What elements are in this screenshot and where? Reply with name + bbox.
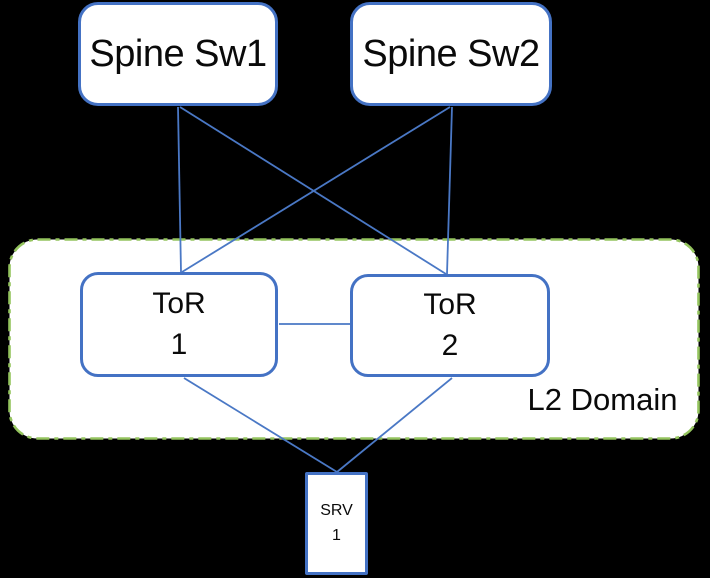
tor-1-node: ToR 1	[80, 272, 278, 377]
spine-sw1-node: Spine Sw1	[78, 2, 278, 106]
srv-1-node: SRV 1	[305, 472, 368, 575]
link-spine-sw2-tor-2	[446, 106, 453, 275]
link-spine-sw1-tor-1	[177, 106, 182, 273]
srv-1-label-line1: SRV	[320, 501, 353, 519]
tor-2-label-line2: 2	[441, 328, 459, 362]
l2-domain-label: L2 Domain	[527, 382, 678, 417]
link-spine-sw2-tor-1	[181, 106, 451, 273]
spine-sw2-label: Spine Sw2	[362, 32, 540, 75]
srv-1-label-line2: 1	[332, 526, 341, 544]
link-lines-group	[177, 106, 453, 473]
link-tor-2-srv-1	[336, 377, 453, 473]
tor-1-label-line2: 1	[170, 327, 188, 361]
spine-sw1-label: Spine Sw1	[89, 32, 267, 75]
tor-2-node: ToR 2	[350, 274, 550, 377]
tor-2-label-line1: ToR	[423, 288, 477, 321]
tor-1-label-line1: ToR	[152, 287, 206, 320]
link-tor-1-srv-1	[183, 377, 338, 473]
spine-sw2-node: Spine Sw2	[350, 2, 552, 106]
